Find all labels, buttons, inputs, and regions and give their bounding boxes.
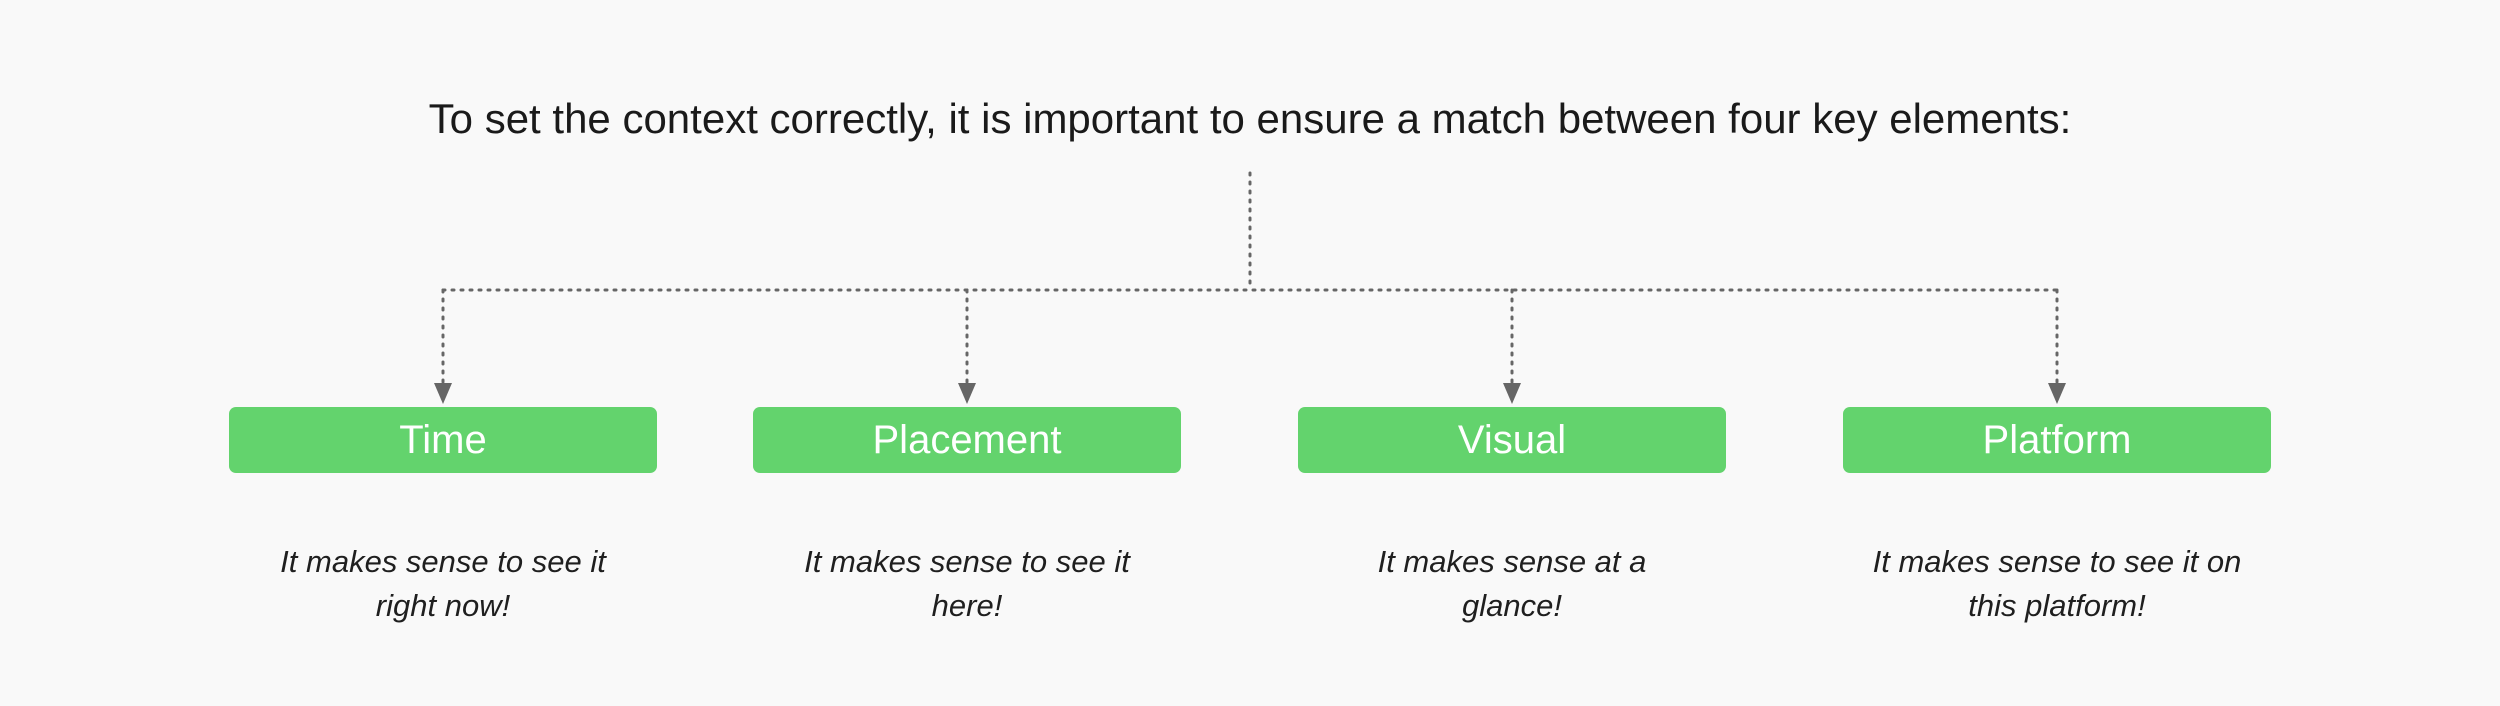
element-caption-visual: It makes sense at a glance! (1298, 540, 1726, 628)
caption-line: this platform! (1968, 588, 2146, 623)
arrowhead-icon (958, 383, 976, 404)
caption-line: It makes sense to see it on (1872, 544, 2242, 579)
element-caption-time: It makes sense to see it right now! (229, 540, 657, 628)
element-box-platform: Platform (1843, 407, 2271, 473)
caption-line: It makes sense at a (1377, 544, 1647, 579)
caption-line: It makes sense to see it (804, 544, 1130, 579)
caption-line: here! (931, 588, 1003, 623)
caption-line: glance! (1462, 588, 1562, 623)
caption-line: right now! (375, 588, 511, 623)
element-caption-platform: It makes sense to see it on this platfor… (1843, 540, 2271, 628)
arrowhead-icon (1503, 383, 1521, 404)
element-caption-placement: It makes sense to see it here! (753, 540, 1181, 628)
element-box-time: Time (229, 407, 657, 473)
arrowhead-icon (2048, 383, 2066, 404)
element-box-visual: Visual (1298, 407, 1726, 473)
arrowhead-icon (434, 383, 452, 404)
caption-line: It makes sense to see it (280, 544, 606, 579)
diagram-heading: To set the context correctly, it is impo… (428, 95, 2072, 142)
element-box-placement: Placement (753, 407, 1181, 473)
